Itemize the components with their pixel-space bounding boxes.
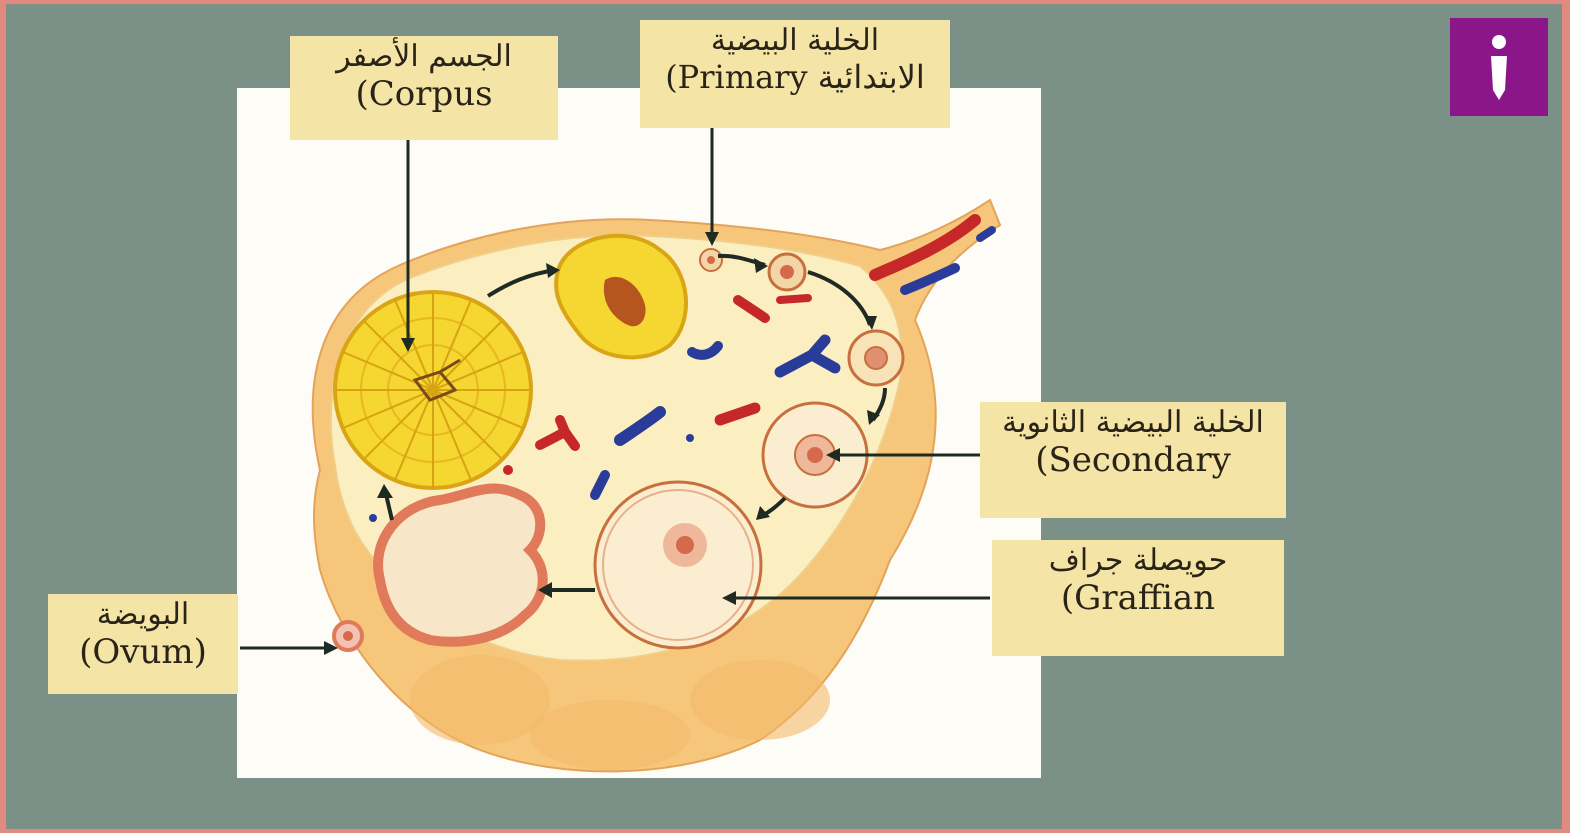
vessel-segment xyxy=(780,298,808,300)
stroma-lobe xyxy=(410,655,550,745)
label-arabic: الخلية البيضية xyxy=(648,24,942,59)
vessel-dot xyxy=(369,514,377,522)
growing-follicle xyxy=(849,331,903,385)
vessel-dot xyxy=(686,434,694,442)
label-arabic: الجسم الأصفر xyxy=(298,40,550,75)
info-icon xyxy=(1479,32,1519,102)
primary-follicle xyxy=(700,249,722,271)
label-primary-follicle: الخلية البيضية (Primary الابتدائية xyxy=(640,20,950,128)
label-mixed: (Primary الابتدائية xyxy=(648,59,942,96)
graafian-follicle xyxy=(595,482,761,648)
label-english: (Graffian xyxy=(1000,579,1276,618)
label-arabic: الخلية البيضية الثانوية xyxy=(988,406,1278,441)
label-secondary-follicle: الخلية البيضية الثانوية (Secondary xyxy=(980,402,1286,518)
growing-follicle xyxy=(769,254,805,290)
label-arabic: البويضة xyxy=(56,598,230,633)
label-english: (Secondary xyxy=(988,441,1278,480)
vessel-dot xyxy=(503,465,513,475)
label-corpus-luteum: الجسم الأصفر (Corpus xyxy=(290,36,558,140)
label-english: (Corpus xyxy=(298,75,550,114)
label-arabic: حويصلة جراف xyxy=(1000,544,1276,579)
label-ovum: البويضة (Ovum) xyxy=(48,594,238,694)
info-button[interactable] xyxy=(1450,18,1548,116)
stroma-lobe xyxy=(690,660,830,740)
label-graafian-follicle: حويصلة جراف (Graffian xyxy=(992,540,1284,656)
stroma-lobe xyxy=(530,700,690,770)
corpus-luteum-structure xyxy=(335,292,531,488)
ruptured-follicle xyxy=(378,489,543,642)
label-english: (Ovum) xyxy=(56,633,230,672)
